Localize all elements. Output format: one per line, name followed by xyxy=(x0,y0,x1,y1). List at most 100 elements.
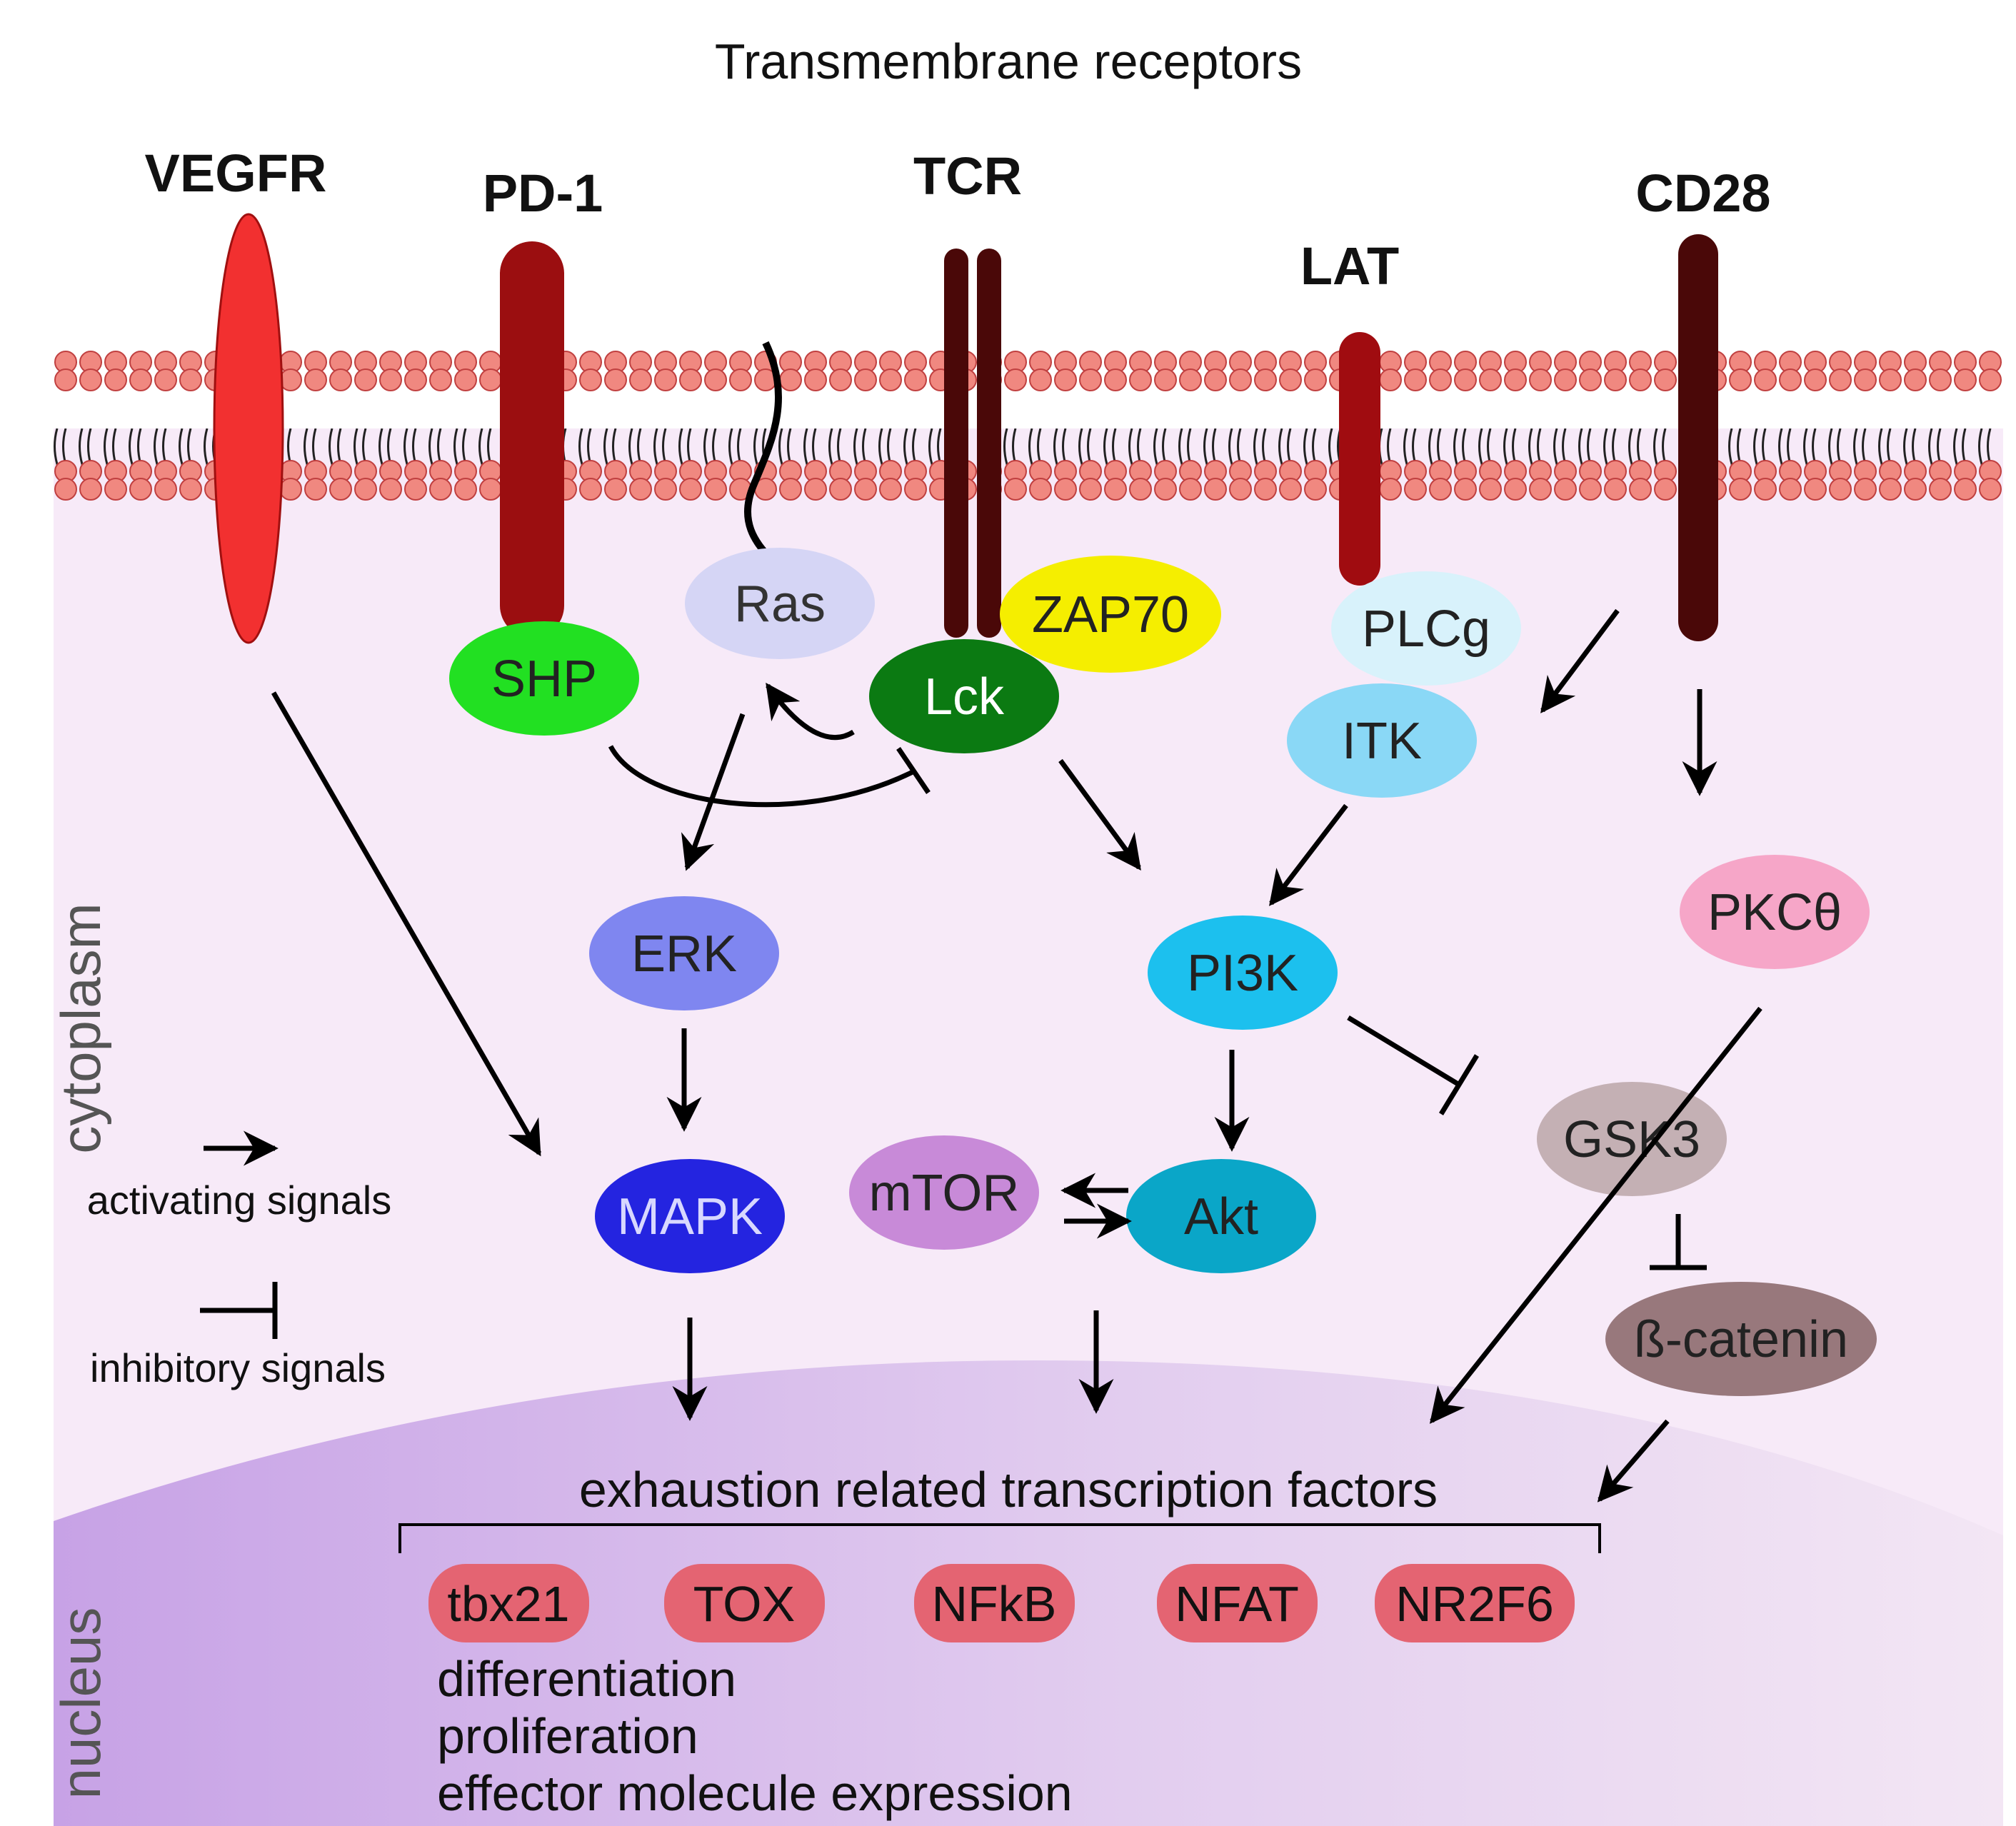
tf-nfat: NFAT xyxy=(1157,1564,1318,1642)
node-label-mtor: mTOR xyxy=(869,1165,1020,1222)
lipid-head xyxy=(1979,368,2002,391)
lipid-head xyxy=(1054,478,1077,501)
node-gsk3: GSK3 xyxy=(1537,1082,1727,1196)
lipid-head xyxy=(679,478,702,501)
lipid-head xyxy=(1854,478,1877,501)
inhibit-pi3k-gsk3-bar xyxy=(1439,1054,1479,1115)
node-label-itk: ITK xyxy=(1342,713,1422,770)
cell-membrane xyxy=(54,351,2003,501)
lipid-head xyxy=(879,478,902,501)
node-bcatenin: ß-catenin xyxy=(1605,1282,1877,1396)
lipid-head xyxy=(1529,478,1552,501)
node-label-pi3k: PI3K xyxy=(1187,945,1298,1002)
lat-receptor xyxy=(1339,332,1380,586)
lipid-head xyxy=(1079,478,1102,501)
compartment-label-nucleus: nucleus xyxy=(49,1607,112,1800)
vegfr-receptor xyxy=(213,213,284,644)
node-itk: ITK xyxy=(1287,683,1477,798)
lipid-head xyxy=(579,368,602,391)
lipid-head xyxy=(304,368,327,391)
lipid-head xyxy=(129,368,152,391)
lipid-head xyxy=(379,478,402,501)
arrow-bcatenin-nucleus xyxy=(1597,1419,1670,1503)
lipid-head xyxy=(779,478,802,501)
lipid-head xyxy=(1254,368,1277,391)
lipid-head xyxy=(1729,478,1752,501)
lipid-head xyxy=(1654,478,1677,501)
lipid-head xyxy=(679,368,702,391)
lipid-head xyxy=(1804,478,1827,501)
lipid-head xyxy=(1304,368,1327,391)
lipid-head xyxy=(579,478,602,501)
lipid-head xyxy=(1429,478,1452,501)
lipid-head xyxy=(1229,368,1252,391)
lipid-head xyxy=(1129,478,1152,501)
node-shp: SHP xyxy=(449,621,639,736)
lipid-head xyxy=(1279,478,1302,501)
receptor-label-tcr: TCR xyxy=(913,146,1022,206)
lipid-head xyxy=(1429,368,1452,391)
lipid-head xyxy=(1954,478,1977,501)
inhibition-lines xyxy=(608,745,1707,1270)
lipid-head xyxy=(604,478,627,501)
tf-label-tox: TOX xyxy=(693,1576,796,1632)
lipid-head xyxy=(329,368,352,391)
lipid-head xyxy=(1954,368,1977,391)
node-label-lck: Lck xyxy=(924,668,1005,726)
legend: activating signals inhibitory signals xyxy=(87,1130,391,1390)
lipid-head xyxy=(1479,478,1502,501)
lipid-head xyxy=(179,368,202,391)
lipid-head xyxy=(904,368,927,391)
lipid-head xyxy=(79,368,102,391)
lipid-head xyxy=(1204,368,1227,391)
lipid-head xyxy=(1004,478,1027,501)
lipid-head xyxy=(1004,368,1027,391)
lipid-head xyxy=(1779,368,1802,391)
inhibit-shp-lck-bar xyxy=(896,747,931,794)
lipid-head xyxy=(829,368,852,391)
lipid-head xyxy=(1904,478,1927,501)
lipid-head xyxy=(604,368,627,391)
lipid-head xyxy=(1104,368,1127,391)
tf-label-nfat: NFAT xyxy=(1175,1576,1299,1632)
arrow-pkc-nucleus xyxy=(1429,1006,1762,1424)
lipid-head xyxy=(1629,478,1652,501)
lipid-head xyxy=(1929,368,1952,391)
tf-label-nfkb: NFkB xyxy=(932,1576,1057,1632)
tcr-receptor-chain-b xyxy=(977,249,1001,638)
lipid-head xyxy=(1829,368,1852,391)
lipid-head xyxy=(854,478,877,501)
node-label-ras: Ras xyxy=(734,576,826,633)
lipid-head xyxy=(704,368,727,391)
lipid-head xyxy=(454,368,477,391)
lipid-head xyxy=(1154,368,1177,391)
tf-nr2f6: NR2F6 xyxy=(1375,1564,1575,1642)
arrow-vegfr-mapk xyxy=(271,691,542,1157)
node-pkc: PKCθ xyxy=(1680,855,1870,969)
lipid-head xyxy=(1179,368,1202,391)
lipid-head xyxy=(904,478,927,501)
node-label-zap70: ZAP70 xyxy=(1032,586,1189,643)
node-label-akt: Akt xyxy=(1184,1188,1258,1245)
exhaustion-label: exhaustion related transcription factors xyxy=(579,1462,1438,1518)
legend-activating-label: activating signals xyxy=(87,1178,391,1223)
node-label-pkc: PKCθ xyxy=(1707,884,1842,941)
lipid-head xyxy=(1054,368,1077,391)
node-ras: Ras xyxy=(685,548,875,659)
lipid-head xyxy=(479,368,502,391)
lipid-head xyxy=(1079,368,1102,391)
lipid-head xyxy=(354,368,377,391)
lipid-head xyxy=(1804,368,1827,391)
compartment-label-cytoplasm: cytoplasm xyxy=(49,903,112,1153)
lipid-head xyxy=(1579,478,1602,501)
lipid-head xyxy=(1979,478,2002,501)
node-label-mapk: MAPK xyxy=(617,1188,763,1245)
lipid-head xyxy=(1579,368,1602,391)
lipid-head xyxy=(429,368,452,391)
lipid-head xyxy=(1879,368,1902,391)
lipid-head xyxy=(329,478,352,501)
ras-membrane-anchor xyxy=(744,341,783,567)
node-erk: ERK xyxy=(589,896,779,1010)
pd1-receptor xyxy=(500,241,564,638)
lipid-head xyxy=(1479,368,1502,391)
